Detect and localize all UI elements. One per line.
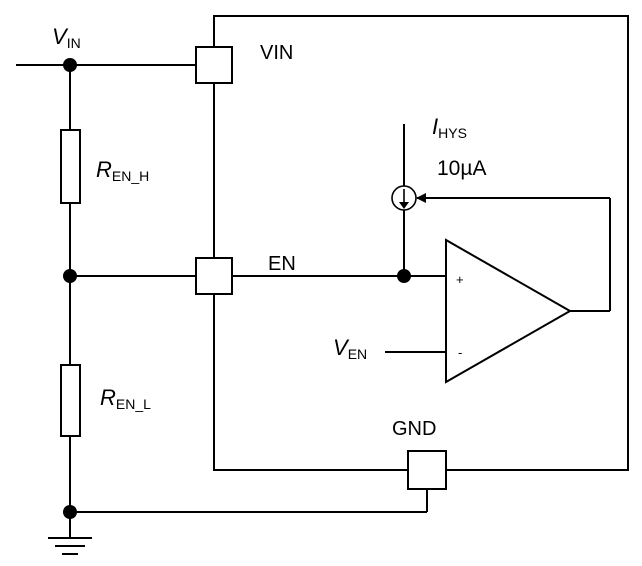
gnd-pin (407, 450, 447, 490)
vin-junction-dot (63, 58, 77, 72)
comparator-minus-sign: - (458, 345, 462, 360)
gnd-pin-label: GND (392, 418, 436, 440)
v-en-label: VEN (333, 335, 367, 362)
ic-outline (213, 15, 629, 471)
comparator-icon (445, 238, 573, 384)
vin-pin-label: VIN (260, 42, 293, 64)
resistor-r-en-l (60, 364, 81, 437)
r-en-l-label: REN_L (100, 385, 151, 412)
ihys-value-label: 10µA (437, 157, 486, 180)
ground-junction-dot (63, 505, 77, 519)
current-source-arrow-head (399, 202, 409, 209)
vin-node-label: VIN (52, 24, 81, 51)
vin-pin (195, 46, 233, 84)
resistor-r-en-h (60, 129, 81, 204)
en-pin (195, 257, 233, 295)
en-ihys-junction-dot (397, 269, 411, 283)
comparator-plus-sign: + (456, 272, 464, 287)
r-en-h-label: REN_H (96, 157, 149, 184)
en-pin-label: EN (268, 253, 296, 275)
ihys-label: IHYS (432, 114, 467, 141)
en-divider-junction-dot (63, 269, 77, 283)
